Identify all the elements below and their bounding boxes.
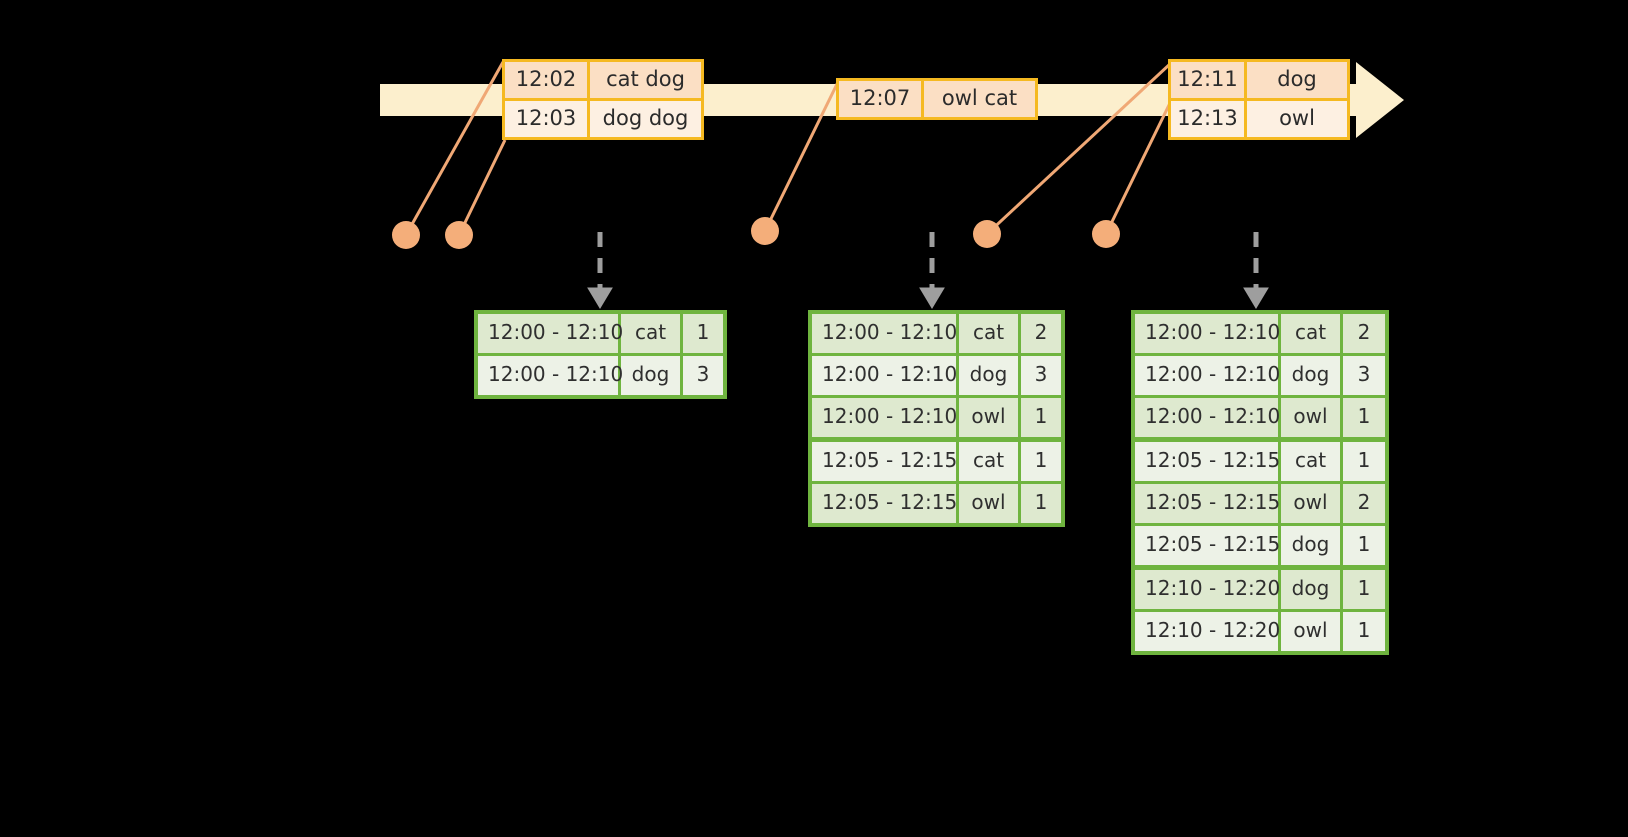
count-cell: 1 xyxy=(1034,404,1048,428)
event-payload: cat dog xyxy=(606,67,685,91)
marker-dot-2 xyxy=(445,221,473,249)
window-cell: 12:05 - 12:15 xyxy=(1135,442,1281,481)
key-cell: cat xyxy=(959,442,1021,481)
event-row: 12:13 owl xyxy=(1171,98,1347,138)
emit-arrows xyxy=(587,232,1269,309)
event-time: 12:03 xyxy=(505,101,590,138)
event-payload: dog dog xyxy=(602,106,689,131)
window-cell: 12:00 - 12:10 xyxy=(812,398,959,437)
event-time: 12:02 xyxy=(505,62,590,99)
count-cell: 3 xyxy=(1357,362,1371,386)
window-cell: 12:00 - 12:10 xyxy=(812,356,959,395)
connector-line-1 xyxy=(404,61,505,236)
window-cell: 12:05 - 12:15 xyxy=(1135,484,1281,523)
key-cell: dog xyxy=(1281,570,1343,609)
event-time: 12:13 xyxy=(1171,101,1247,138)
window-cell: 12:05 - 12:15 xyxy=(812,442,959,481)
window-cell: 12:00 - 12:10 xyxy=(478,356,623,395)
key-cell: cat xyxy=(1281,442,1343,481)
count-cell: 2 xyxy=(1034,320,1048,344)
event-group-1: 12:02 cat dog 12:03 dog dog xyxy=(502,59,704,141)
key-cell: cat xyxy=(959,314,1021,353)
window-cell: 12:10 - 12:20 xyxy=(1135,570,1281,609)
emit-arrow-1 xyxy=(587,232,613,309)
count-cell: 1 xyxy=(1357,448,1371,472)
connector-line-5 xyxy=(1104,102,1172,235)
event-row: 12:11 dog xyxy=(1171,62,1347,99)
count-cell: 3 xyxy=(1034,362,1048,386)
event-row: 12:03 dog dog xyxy=(505,98,701,138)
count-cell: 1 xyxy=(696,320,710,344)
event-time: 12:11 xyxy=(1171,62,1247,99)
key-cell: dog xyxy=(1281,526,1343,565)
event-payload: owl xyxy=(1279,106,1315,131)
window-cell: 12:00 - 12:10 xyxy=(1135,314,1281,353)
connector-line-2 xyxy=(457,139,507,236)
key-cell: owl xyxy=(959,484,1021,523)
key-cell: cat xyxy=(1281,314,1343,353)
window-cell: 12:00 - 12:10 xyxy=(1135,356,1281,395)
key-cell: owl xyxy=(1281,612,1343,651)
event-payload: dog xyxy=(1277,67,1317,91)
event-group-2: 12:07 owl cat xyxy=(836,78,1038,121)
event-time: 12:07 xyxy=(839,81,924,118)
emit-arrow-2 xyxy=(919,232,945,309)
count-cell: 1 xyxy=(1357,532,1371,556)
window-cell: 12:05 - 12:15 xyxy=(1135,526,1281,565)
emit-arrow-3 xyxy=(1243,232,1269,309)
window-cell: 12:00 - 12:10 xyxy=(1135,398,1281,437)
window-cell: 12:00 - 12:10 xyxy=(478,314,623,353)
count-cell: 1 xyxy=(1357,618,1371,642)
count-cell: 3 xyxy=(696,362,710,386)
event-payload: owl cat xyxy=(941,86,1018,110)
count-cell: 1 xyxy=(1357,404,1371,428)
marker-dot-4 xyxy=(973,220,1001,248)
window-cell: 12:00 - 12:10 xyxy=(812,314,959,353)
key-cell: cat xyxy=(621,314,683,353)
window-cell: 12:05 - 12:15 xyxy=(812,484,959,523)
count-cell: 2 xyxy=(1357,320,1371,344)
event-row: 12:02 cat dog xyxy=(505,62,701,99)
key-cell: owl xyxy=(1281,484,1343,523)
connector-line-3 xyxy=(763,81,840,232)
count-cell: 1 xyxy=(1034,448,1048,472)
marker-dot-3 xyxy=(751,217,779,245)
event-row: 12:07 owl cat xyxy=(839,81,1035,118)
key-cell: dog xyxy=(1281,356,1343,395)
count-cell: 1 xyxy=(1357,576,1371,600)
key-cell: dog xyxy=(621,356,683,395)
key-cell: dog xyxy=(959,356,1021,395)
count-cell: 1 xyxy=(1034,490,1048,514)
key-cell: owl xyxy=(959,398,1021,437)
count-cell: 2 xyxy=(1357,490,1371,514)
marker-dot-5 xyxy=(1092,220,1120,248)
marker-dot-1 xyxy=(392,221,420,249)
key-cell: owl xyxy=(1281,398,1343,437)
window-cell: 12:10 - 12:20 xyxy=(1135,612,1281,651)
event-group-3: 12:11 dog 12:13 owl xyxy=(1168,59,1350,141)
event-marker-dots xyxy=(392,217,1120,249)
